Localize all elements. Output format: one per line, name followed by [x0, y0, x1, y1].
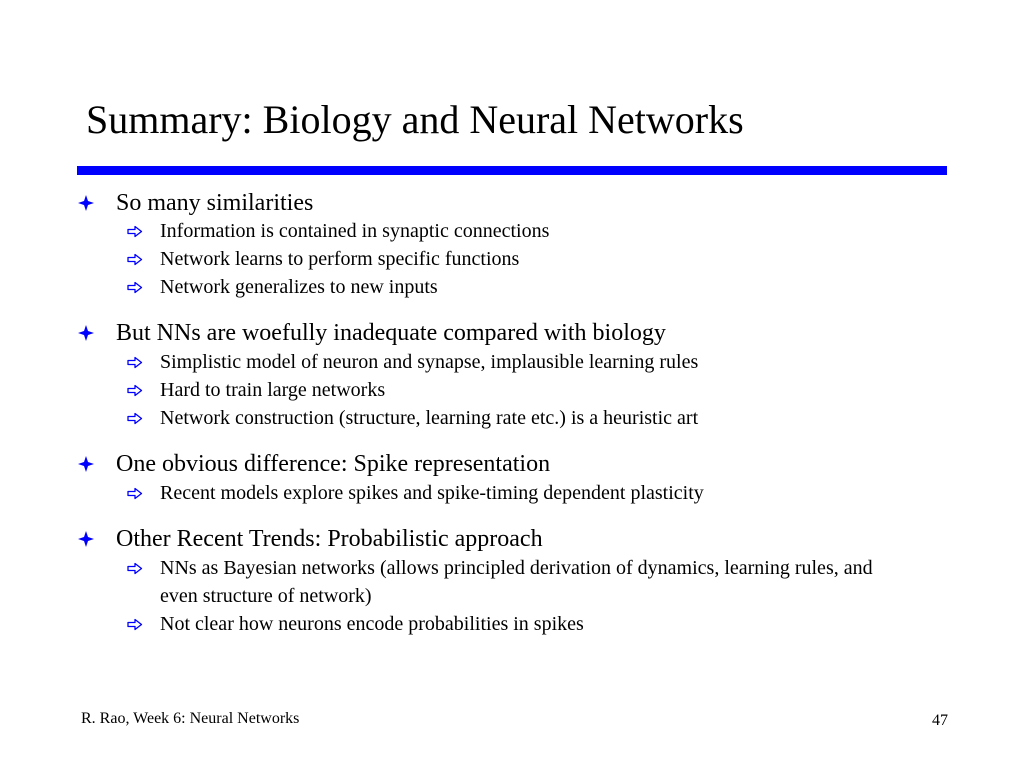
sub-bullet-text: Simplistic model of neuron and synapse, …: [160, 351, 699, 373]
sub-bullet-text: Information is contained in synaptic con…: [160, 220, 550, 242]
sub-bullet-text: Recent models explore spikes and spike-t…: [160, 482, 704, 504]
right-arrow-outline-icon: [127, 479, 160, 500]
sub-bullet-text: Network learns to perform specific funct…: [160, 248, 520, 270]
sub-bullet-item: Network construction (structure, learnin…: [127, 404, 698, 432]
right-arrow-outline-icon: [127, 217, 160, 238]
sub-bullet-item: Simplistic model of neuron and synapse, …: [127, 348, 698, 376]
four-point-star-icon: [78, 318, 116, 341]
right-arrow-outline-icon: [127, 610, 160, 631]
bullet-item: One obvious difference: Spike representa…: [78, 449, 550, 479]
sub-bullet-text: Hard to train large networks: [160, 379, 386, 401]
bullet-item: Other Recent Trends: Probabilistic appro…: [78, 524, 543, 554]
right-arrow-outline-icon: [127, 348, 160, 369]
bullet-item: But NNs are woefully inadequate compared…: [78, 318, 666, 348]
bullet-text: So many similarities: [116, 190, 314, 216]
bullet-text: One obvious difference: Spike representa…: [116, 451, 551, 477]
sub-bullet-text: Network construction (structure, learnin…: [160, 407, 699, 429]
sub-bullet-item: Information is contained in synaptic con…: [127, 217, 549, 245]
sub-bullet-text: Network generalizes to new inputs: [160, 276, 438, 298]
right-arrow-outline-icon: [127, 273, 160, 294]
slide-title: Summary: Biology and Neural Networks: [86, 97, 744, 142]
four-point-star-icon: [78, 524, 116, 547]
title-underline: [77, 166, 947, 175]
four-point-star-icon: [78, 449, 116, 472]
sub-bullet-text: NNs as Bayesian networks (allows princip…: [160, 557, 873, 607]
bullet-text: Other Recent Trends: Probabilistic appro…: [116, 526, 543, 552]
right-arrow-outline-icon: [127, 554, 160, 575]
sub-bullet-item: Network generalizes to new inputs: [127, 273, 438, 301]
four-point-star-icon: [78, 188, 116, 211]
right-arrow-outline-icon: [127, 404, 160, 425]
sub-bullet-item: NNs as Bayesian networks (allows princip…: [127, 554, 900, 610]
sub-bullet-item: Recent models explore spikes and spike-t…: [127, 479, 704, 507]
bullet-text: But NNs are woefully inadequate compared…: [116, 320, 666, 346]
footer-course-label: R. Rao, Week 6: Neural Networks: [81, 710, 300, 727]
right-arrow-outline-icon: [127, 376, 160, 397]
sub-bullet-item: Not clear how neurons encode probabiliti…: [127, 610, 584, 638]
sub-bullet-item: Network learns to perform specific funct…: [127, 245, 519, 273]
page-number: 47: [932, 712, 948, 729]
right-arrow-outline-icon: [127, 245, 160, 266]
title-underline-bar: [77, 166, 947, 175]
sub-bullet-item: Hard to train large networks: [127, 376, 385, 404]
sub-bullet-text: Not clear how neurons encode probabiliti…: [160, 613, 584, 635]
bullet-item: So many similarities: [78, 188, 313, 218]
